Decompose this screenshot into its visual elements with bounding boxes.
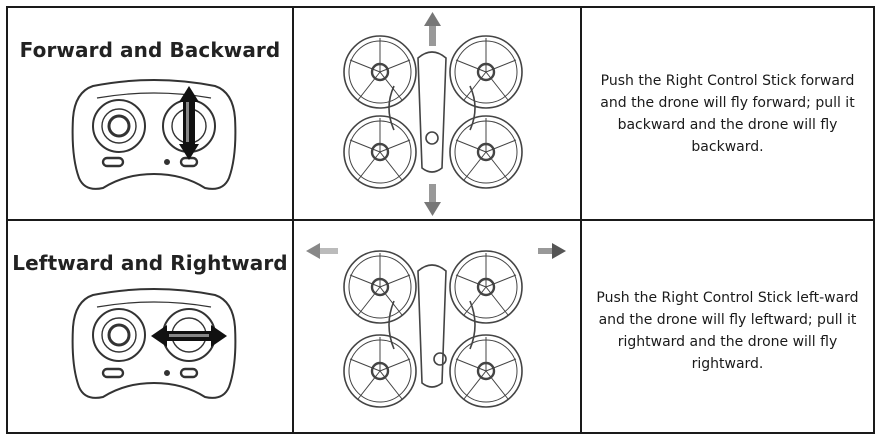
description-leftward-rightward: Push the Right Control Stick left-ward a… [596, 290, 859, 372]
cell-description-leftward-rightward: Push the Right Control Stick left-ward a… [580, 219, 875, 434]
controller-illustration [71, 79, 237, 190]
cell-title-forward-backward: Forward and Backward [6, 6, 294, 221]
cell-drone-forward-backward [292, 6, 582, 221]
cell-description-forward-backward: Push the Right Control Stick forward and… [580, 6, 875, 221]
drone-top-view-illustration [306, 243, 566, 408]
arrow-up-icon [424, 12, 441, 46]
description-forward-backward: Push the Right Control Stick forward and… [600, 73, 855, 155]
drone-top-view-illustration [343, 12, 523, 216]
stick-arrow-vertical-icon [179, 86, 199, 160]
heading-leftward-rightward: Leftward and Rightward [12, 251, 288, 275]
controller-illustration [71, 288, 237, 399]
flight-control-table: Forward and Backward [6, 6, 875, 434]
cell-drone-leftward-rightward [292, 219, 582, 434]
stick-arrow-horizontal-icon [151, 325, 227, 347]
heading-forward-backward: Forward and Backward [19, 38, 281, 62]
row-leftward-rightward: Leftward and Rightward [6, 219, 875, 434]
arrow-down-icon [424, 184, 441, 216]
arrow-left-icon [306, 243, 338, 259]
arrow-right-icon [538, 243, 566, 259]
cell-title-leftward-rightward: Leftward and Rightward [6, 219, 294, 434]
row-forward-backward: Forward and Backward [6, 6, 875, 221]
